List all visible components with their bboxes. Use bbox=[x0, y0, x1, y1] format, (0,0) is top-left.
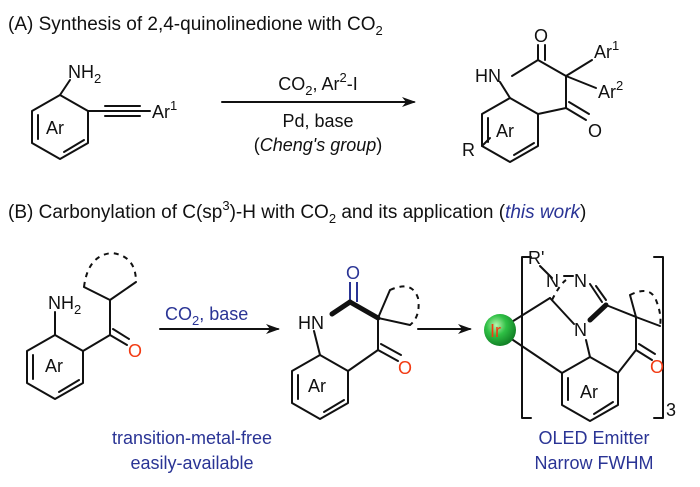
svg-text:O: O bbox=[128, 341, 142, 361]
svg-text:Ar: Ar bbox=[308, 376, 326, 396]
svg-text:Ar: Ar bbox=[496, 121, 514, 141]
amine-label: NH2 bbox=[68, 62, 101, 86]
ligand-count: 3 bbox=[666, 400, 676, 420]
svg-text:HN: HN bbox=[475, 66, 501, 86]
svg-text:R': R' bbox=[528, 248, 544, 268]
svg-text:Ar1: Ar1 bbox=[594, 38, 619, 62]
note-easily-available: easily-available bbox=[130, 453, 253, 473]
reactant-b: NH2 Ar O bbox=[26, 251, 142, 400]
section-a-title: (A) Synthesis of 2,4-quinolinedione with… bbox=[8, 14, 383, 38]
left-bracket bbox=[521, 256, 532, 419]
iridium-complex: 3 Ar Ir R' N N N O bbox=[484, 248, 676, 422]
svg-text:R: R bbox=[462, 140, 475, 160]
amine-label: NH2 bbox=[48, 293, 81, 317]
aryl-label: Ar1 bbox=[152, 98, 177, 122]
quinolinedione-product: HN O O Ar bbox=[291, 263, 420, 420]
svg-text:O: O bbox=[650, 357, 664, 377]
svg-text:HN: HN bbox=[298, 313, 324, 333]
product-a: HN O O Ar1 Ar2 R Ar bbox=[462, 26, 623, 163]
conditions-a-line3: (Cheng's group) bbox=[254, 135, 383, 155]
svg-text:O: O bbox=[588, 121, 602, 141]
svg-text:O: O bbox=[398, 358, 412, 378]
svg-text:Ar: Ar bbox=[580, 382, 598, 402]
reactant-a: NH2 Ar Ar1 bbox=[31, 62, 177, 160]
svg-text:Ar: Ar bbox=[45, 356, 63, 376]
section-b-title: (B) Carbonylation of C(sp3)-H with CO2 a… bbox=[8, 198, 586, 226]
note-narrow-fwhm: Narrow FWHM bbox=[535, 453, 654, 473]
conditions-a-line1: CO2, Ar2-I bbox=[278, 70, 357, 98]
iridium-label: Ir bbox=[490, 321, 501, 341]
svg-text:Ar2: Ar2 bbox=[598, 78, 623, 102]
svg-text:N: N bbox=[574, 271, 587, 291]
note-transition-metal-free: transition-metal-free bbox=[112, 428, 272, 448]
svg-text:N: N bbox=[574, 320, 587, 340]
svg-text:N: N bbox=[546, 271, 559, 291]
svg-text:O: O bbox=[534, 26, 548, 46]
conditions-b: CO2, base bbox=[165, 304, 248, 328]
right-bracket bbox=[653, 256, 664, 419]
ring-label: Ar bbox=[46, 118, 64, 138]
note-oled-emitter: OLED Emitter bbox=[538, 428, 649, 448]
conditions-a-line2: Pd, base bbox=[282, 111, 353, 131]
iridium-sphere bbox=[484, 314, 516, 346]
svg-text:O: O bbox=[346, 263, 360, 283]
